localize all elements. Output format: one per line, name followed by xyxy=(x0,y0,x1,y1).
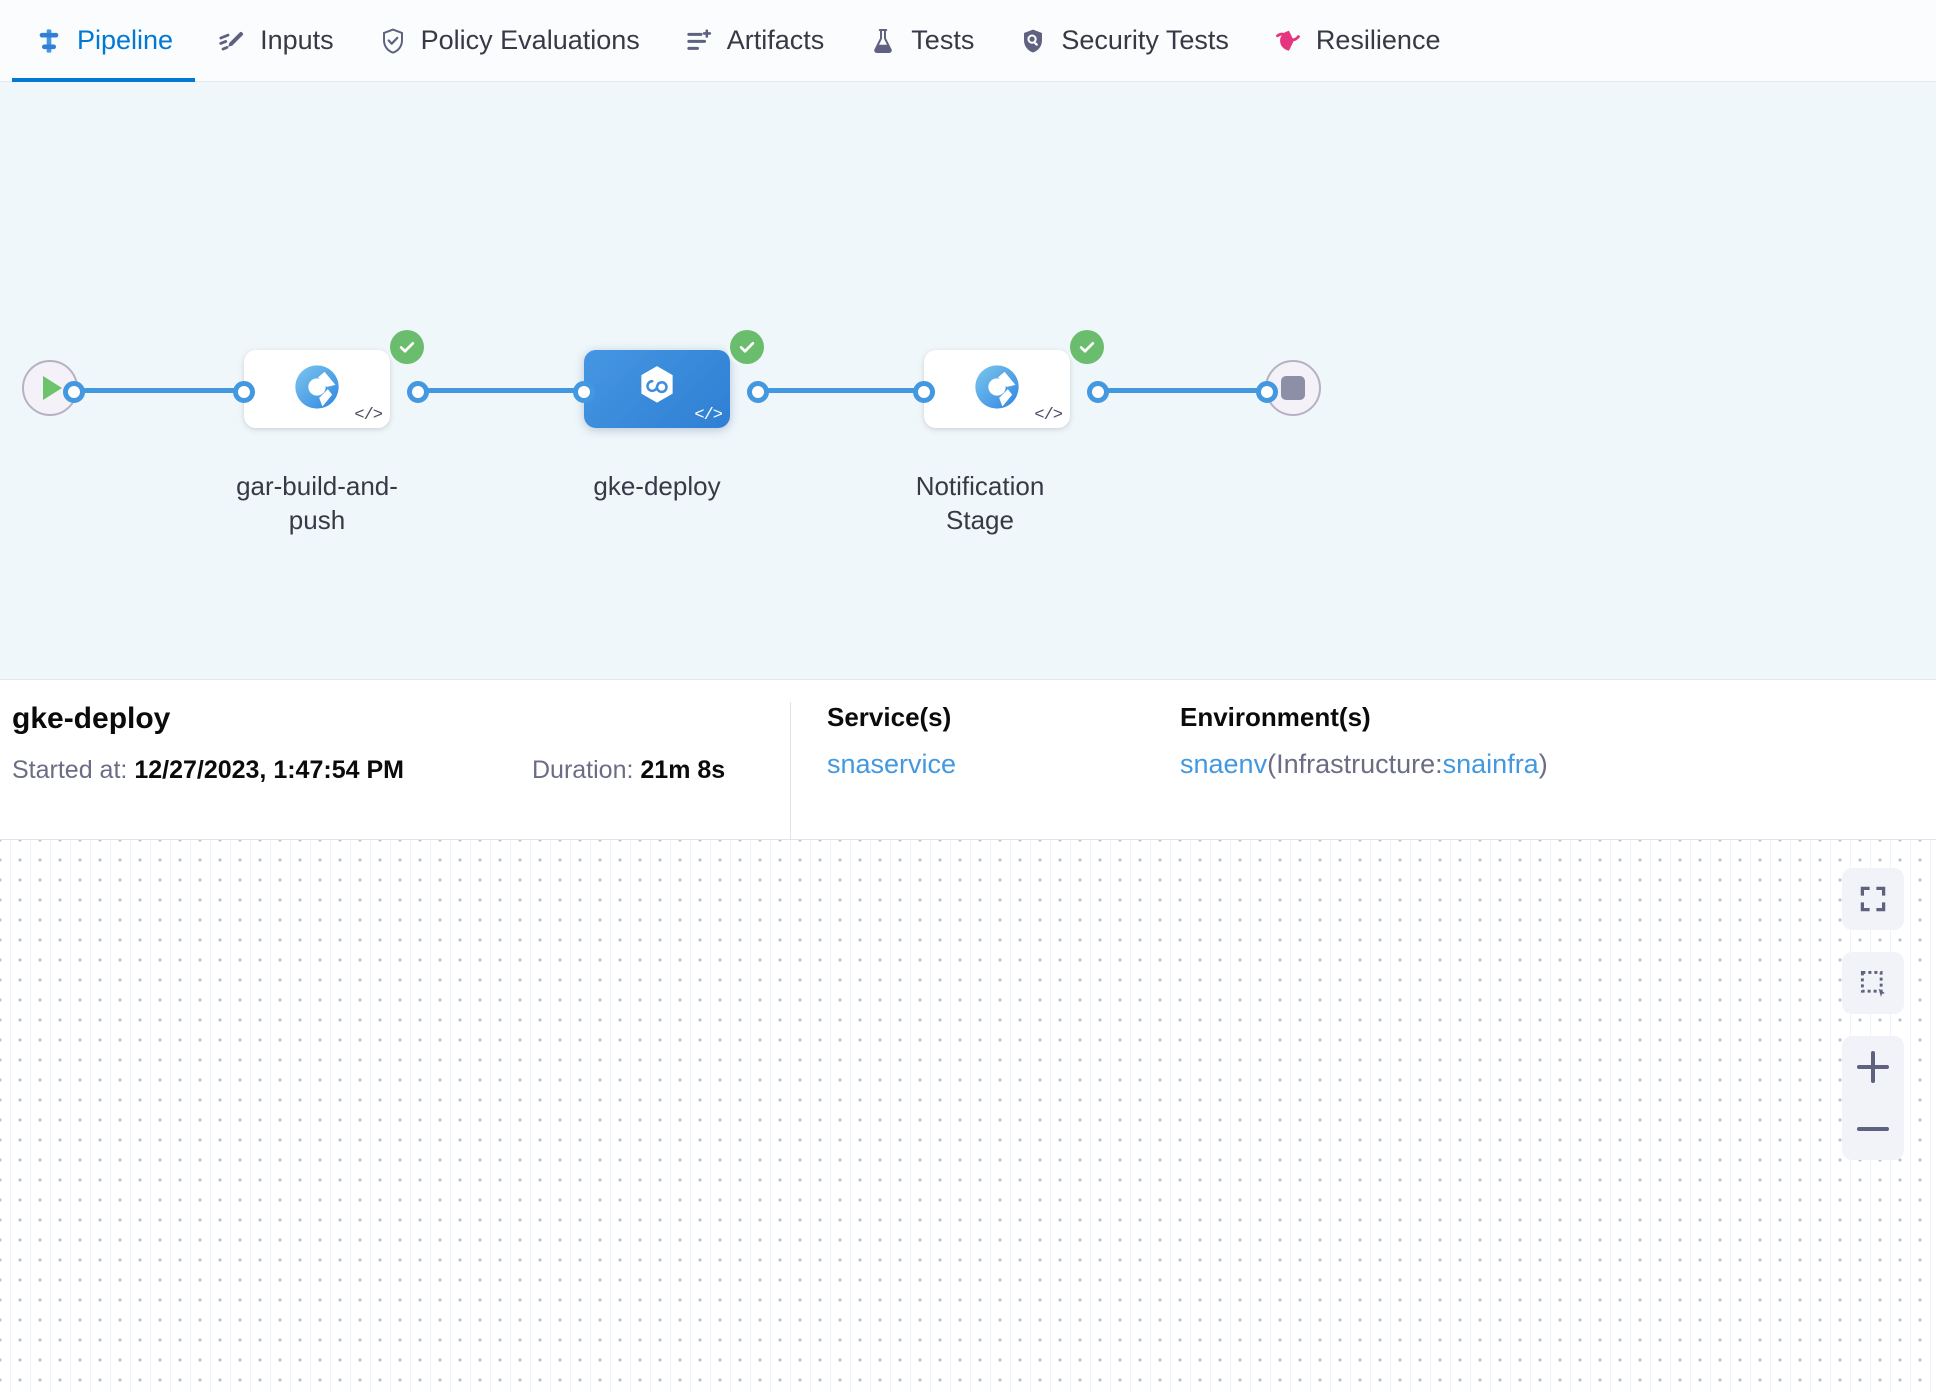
stage-node-gke-deploy[interactable]: </> xyxy=(584,350,730,428)
fit-to-screen-button[interactable] xyxy=(1842,868,1904,930)
started-at-field: Started at: 12/27/2023, 1:47:54 PM xyxy=(12,756,532,785)
tab-inputs-label: Inputs xyxy=(260,25,334,55)
stage-details-title: gke-deploy xyxy=(12,702,171,735)
infrastructure-link-snainfra[interactable]: snainfra xyxy=(1442,749,1539,779)
zoom-out-button[interactable] xyxy=(1842,1098,1904,1160)
tab-tests[interactable]: Tests xyxy=(846,0,996,82)
started-at-label: Started at: xyxy=(12,756,128,784)
code-tag[interactable]: </> xyxy=(694,406,723,425)
status-badge-success-stage3 xyxy=(1070,330,1104,364)
tab-pipeline-label: Pipeline xyxy=(77,25,174,55)
stage-label-gke-deploy: gke-deploy xyxy=(593,471,721,501)
tab-artifacts-label: Artifacts xyxy=(726,25,825,55)
play-icon xyxy=(43,376,62,400)
connector-start-to-stage1 xyxy=(72,388,252,393)
port-start-out xyxy=(63,381,85,403)
resilience-icon xyxy=(1273,26,1303,56)
stage-details-meta: Started at: 12/27/2023, 1:47:54 PM Durat… xyxy=(12,756,1936,785)
connector-stage3-to-end xyxy=(1098,388,1280,393)
connector-stage1-to-stage2 xyxy=(418,388,588,393)
port-stage2-out xyxy=(747,381,769,403)
code-tag[interactable]: </> xyxy=(354,406,383,425)
zoom-in-out-group xyxy=(1842,1036,1904,1160)
stage-label-notification-stage: Notification Stage xyxy=(915,471,1045,535)
started-at-value: 12/27/2023, 1:47:54 PM xyxy=(134,756,404,784)
pipeline-graph-canvas[interactable]: </> gar-build-and-push </> gke-deploy xyxy=(0,82,1936,680)
environment-infra-prefix: (Infrastructure: xyxy=(1267,749,1443,779)
zoom-controls xyxy=(1842,868,1904,1160)
tab-bar: Pipeline Inputs Policy Evaluations xyxy=(0,0,1936,82)
environment-value: snaenv(Infrastructure:snainfra) xyxy=(1180,749,1880,780)
dashed-square-icon xyxy=(1860,970,1885,997)
service-value: snaservice xyxy=(827,749,1180,780)
stage-node-gar-build-and-push[interactable]: </> xyxy=(244,350,390,428)
tab-artifacts[interactable]: Artifacts xyxy=(662,0,847,82)
tab-tests-label: Tests xyxy=(911,25,975,55)
artifacts-icon xyxy=(684,26,714,56)
duration-field: Duration: 21m 8s xyxy=(532,756,762,785)
tab-policy-evaluations[interactable]: Policy Evaluations xyxy=(356,0,662,82)
port-stage1-in xyxy=(233,381,255,403)
tab-pipeline[interactable]: Pipeline xyxy=(12,0,196,82)
services-header: Service(s) xyxy=(827,702,952,732)
connector-stage2-to-stage3 xyxy=(758,388,928,393)
services-column: Service(s) snaservice xyxy=(790,702,1180,839)
inputs-icon xyxy=(217,26,247,56)
tab-policy-evaluations-label: Policy Evaluations xyxy=(420,25,640,55)
service-link-snaservice[interactable]: snaservice xyxy=(827,749,957,779)
stage-label-gar-build-and-push: gar-build-and-push xyxy=(236,471,398,535)
status-badge-success-stage2 xyxy=(730,330,764,364)
stage-node-notification-stage[interactable]: </> xyxy=(924,350,1070,428)
tab-resilience[interactable]: Resilience xyxy=(1251,0,1463,82)
plus-icon-vertical xyxy=(1871,1051,1875,1083)
check-icon xyxy=(739,342,755,353)
environments-column: Environment(s) snaenv(Infrastructure:sna… xyxy=(1180,702,1880,839)
flask-icon xyxy=(868,26,898,56)
tab-security-tests[interactable]: Security Tests xyxy=(996,0,1251,82)
policy-shield-icon xyxy=(378,26,408,56)
security-shield-icon xyxy=(1018,26,1048,56)
port-stage3-in xyxy=(913,381,935,403)
gcp-build-icon xyxy=(291,361,343,418)
gcp-build-icon xyxy=(971,361,1023,418)
duration-label: Duration: xyxy=(532,756,634,784)
pipeline-icon xyxy=(34,26,64,56)
status-badge-success-stage1 xyxy=(390,330,424,364)
port-end-in xyxy=(1256,381,1278,403)
port-stage3-out xyxy=(1087,381,1109,403)
tab-security-tests-label: Security Tests xyxy=(1061,25,1229,55)
stage-details-panel: gke-deploy Started at: 12/27/2023, 1:47:… xyxy=(0,680,1936,840)
port-stage1-out xyxy=(407,381,429,403)
tab-inputs[interactable]: Inputs xyxy=(195,0,356,82)
port-stage2-in xyxy=(573,381,595,403)
stop-icon xyxy=(1281,376,1305,400)
code-tag[interactable]: </> xyxy=(1034,406,1063,425)
stage-details-columns: Service(s) snaservice Environment(s) sna… xyxy=(790,702,1936,839)
minus-icon xyxy=(1857,1127,1889,1131)
environments-header: Environment(s) xyxy=(1180,702,1371,732)
execution-graph-canvas[interactable]: </> Service </> Infrastructure Resource … xyxy=(0,840,1936,1393)
check-icon xyxy=(1079,342,1095,353)
tab-resilience-label: Resilience xyxy=(1315,25,1441,55)
harness-deploy-icon xyxy=(632,362,682,417)
environment-infra-suffix: ) xyxy=(1538,749,1548,779)
zoom-in-button[interactable] xyxy=(1842,1036,1904,1098)
expand-corners-icon xyxy=(1860,886,1886,912)
check-icon xyxy=(399,342,415,353)
selection-box-button[interactable] xyxy=(1842,952,1904,1014)
duration-value: 21m 8s xyxy=(640,756,726,784)
pipeline-start-node[interactable] xyxy=(22,360,78,416)
environment-link-snaenv[interactable]: snaenv xyxy=(1180,749,1268,779)
